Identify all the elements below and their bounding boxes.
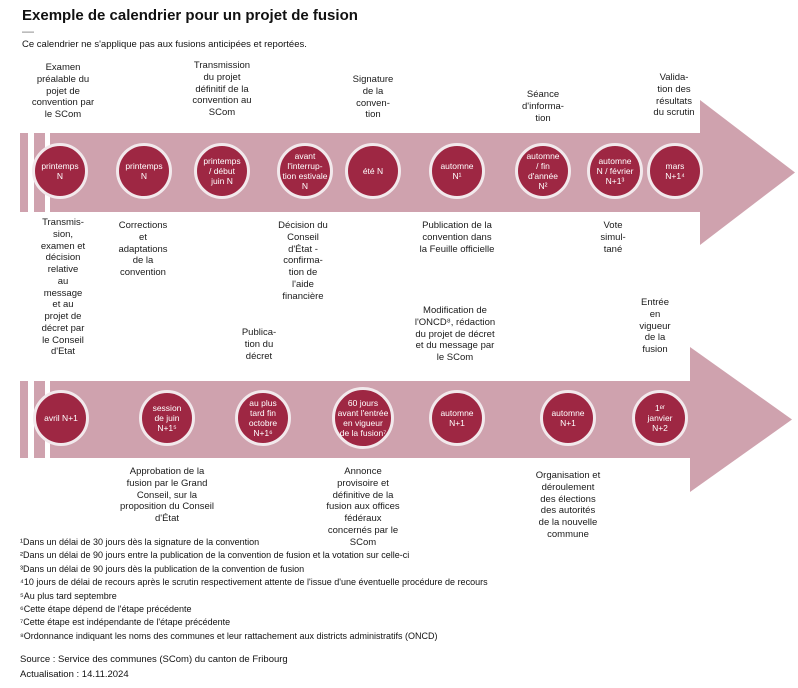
source-line: Source : Service des communes (SCom) du … [20,654,288,665]
arrow1-start-stripe-1 [20,133,28,212]
arrow2-head [690,347,792,492]
footnote-4: ⁴10 jours de délai de recours après le s… [20,577,488,588]
footnote-2: ²Dans un délai de 90 jours entre la publ… [20,550,410,561]
footnotes-block: ¹Dans un délai de 30 jours dès la signat… [20,536,488,643]
footnote-3: ³Dans un délai de 90 jours dès la public… [20,563,305,574]
stage-label-signature-convention: Signature de la conven- tion [352,74,394,121]
milestone-circle-fin-octobre: au plus tard fin octobre N+1⁶ [235,390,291,446]
title-dash: — [22,24,34,38]
footnote-8: ⁸Ordonnance indiquant les noms des commu… [20,630,438,641]
footnote-7: ⁷Cette étape est indépendante de l'étape… [20,617,231,628]
stage-label-examen-prealable: Examen préalable du pojet de convention … [31,62,95,121]
stage-label-corrections-adaptations: Corrections et adaptations de la convent… [118,220,168,279]
stage-label-annonce-offices-federaux: Annonce provisoire et définitive de la f… [326,466,400,548]
subtitle: Ce calendrier ne s'applique pas aux fusi… [22,39,307,50]
source-block: Source : Service des communes (SCom) du … [20,652,288,682]
milestone-circle-60-jours: 60 jours avant l'entrée en vigueur de la… [332,387,394,449]
stage-label-transmission-projet: Transmission du projet définitif de la c… [192,60,252,119]
arrow2-start-stripe-1 [20,381,28,458]
stage-label-publication-feuille: Publication de la convention dans la Feu… [419,220,495,255]
milestone-circle-avant-interruption: avant l'interrup- tion estivale N [277,143,333,199]
milestone-circle-automne-n: automne N¹ [429,143,485,199]
page-title: Exemple de calendrier pour un projet de … [22,7,358,24]
footnote-5: ⁵Au plus tard septembre [20,590,117,601]
milestone-circle-automne-fin-annee: automne / fin d'année N² [515,143,571,199]
milestone-circle-ete-n: été N [345,143,401,199]
stage-label-vote-simultane: Vote simul- tané [600,220,626,255]
footnote-6: ⁶Cette étape dépend de l'étape précédent… [20,604,192,615]
milestone-circle-printemps-n-1: printemps N [32,143,88,199]
milestone-circle-printemps-n-2: printemps N [116,143,172,199]
stage-label-entree-vigueur: Entrée en vigueur de la fusion [636,297,674,356]
milestone-circle-printemps-debut-juin: printemps / début juin N [194,143,250,199]
milestone-circle-session-juin: session de juin N+1⁵ [139,390,195,446]
stage-label-decision-conseil-etat: Décision du Conseil d'État - confirma- t… [278,220,328,302]
stage-label-seance-information: Séance d'informa- tion [522,89,564,124]
updated-line: Actualisation : 14.11.2024 [20,669,129,680]
milestone-circle-automne-fevrier: automne N / février N+1³ [587,143,643,199]
stage-label-approbation-grand-conseil: Approbation de la fusion par le Grand Co… [119,466,215,525]
footnote-1: ¹Dans un délai de 30 jours dès la signat… [20,537,260,547]
stage-label-publication-decret: Publica- tion du décret [241,327,277,362]
stage-label-organisation-elections: Organisation et déroulement des élection… [532,470,604,541]
milestone-circle-automne-n1-b: automne N+1 [540,390,596,446]
stage-label-transmission-conseil-etat: Transmis- sion, examen et décision relat… [40,217,86,358]
milestone-circle-avril-n1: avril N+1 [33,390,89,446]
arrow1-head [700,100,795,245]
stage-label-modification-oncd: Modification de l'ONCD⁸, rédaction du pr… [414,305,496,364]
milestone-circle-mars-n1: mars N+1⁴ [647,143,703,199]
milestone-circle-automne-n1-a: automne N+1 [429,390,485,446]
milestone-circle-1er-janvier-n2: 1ᵉʳ janvier N+2 [632,390,688,446]
stage-label-validation-scrutin: Valida- tion des résultats du scrutin [650,72,698,120]
